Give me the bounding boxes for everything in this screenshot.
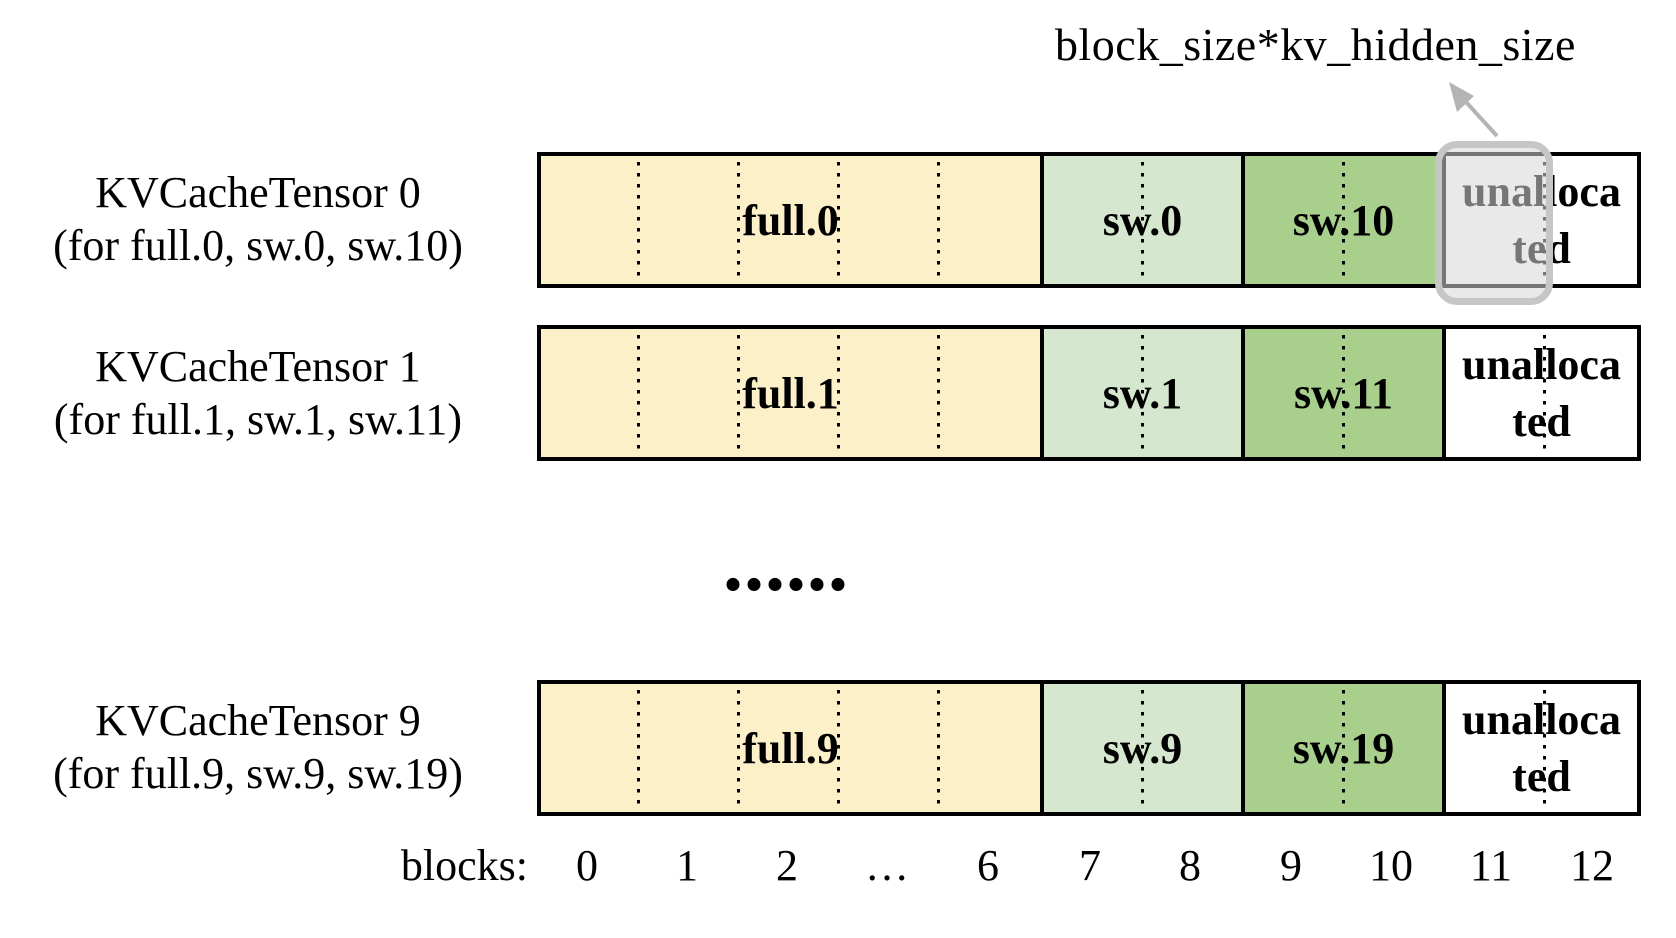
block-tick-0: 0: [576, 841, 598, 890]
block-divider: [1342, 690, 1345, 806]
block-divider: [1141, 690, 1144, 806]
segment-label: full.9: [742, 723, 839, 773]
segment-label: ted: [1512, 752, 1571, 801]
block-divider: [1342, 162, 1345, 278]
segment-label: full.0: [742, 195, 839, 245]
tensor-0-segment-sw-high: sw.10: [1241, 156, 1442, 284]
tensor-9-segment-sw-high: sw.19: [1241, 684, 1442, 812]
block-divider: [937, 162, 940, 278]
block-divider: [737, 690, 740, 806]
block-divider: [637, 690, 640, 806]
block-divider: [837, 335, 840, 451]
tensor-0-subtitle: (for full.0, sw.0, sw.10): [53, 221, 463, 270]
segment-label: full.1: [742, 368, 839, 418]
tensor-9-title: KVCacheTensor 9: [95, 696, 421, 745]
segment-label: ted: [1512, 397, 1571, 446]
block-divider: [1543, 690, 1546, 806]
block-divider: [737, 162, 740, 278]
tensor-1-bar: full.1 sw.1 sw.11 unalloca ted: [537, 325, 1641, 461]
block-tick-6: 6: [977, 841, 999, 890]
tensor-0-title: KVCacheTensor 0: [95, 168, 421, 217]
tensor-1-segment-sw-high: sw.11: [1241, 329, 1442, 457]
tensor-0-segment-full: full.0: [541, 156, 1040, 284]
segment-label: unalloca: [1462, 695, 1621, 744]
block-divider: [837, 690, 840, 806]
rows-ellipsis: ......: [723, 520, 849, 608]
block-divider: [1342, 335, 1345, 451]
tensor-1-segment-full: full.1: [541, 329, 1040, 457]
block-size-highlight-box: [1435, 141, 1553, 305]
tensor-0-label: KVCacheTensor 0 (for full.0, sw.0, sw.10…: [0, 166, 516, 272]
block-tick-1: 1: [676, 841, 698, 890]
blocks-axis-label: blocks:: [400, 841, 528, 890]
tensor-1-title: KVCacheTensor 1: [95, 342, 421, 391]
tensor-1-subtitle: (for full.1, sw.1, sw.11): [53, 395, 463, 444]
block-divider: [637, 162, 640, 278]
block-divider: [837, 162, 840, 278]
block-tick-9: 9: [1280, 841, 1302, 890]
tensor-1-segment-unallocated: unalloca ted: [1442, 329, 1637, 457]
block-divider: [1141, 162, 1144, 278]
tensor-9-subtitle: (for full.9, sw.9, sw.19): [53, 749, 463, 798]
block-size-annotation-label: block_size*kv_hidden_size: [1055, 19, 1576, 70]
block-divider: [937, 335, 940, 451]
block-tick-ellipsis: …: [865, 841, 909, 890]
block-divider: [1543, 335, 1546, 451]
tensor-1-label: KVCacheTensor 1 (for full.1, sw.1, sw.11…: [0, 340, 516, 446]
block-tick-12: 12: [1570, 841, 1614, 890]
tensor-9-segment-sw-low: sw.9: [1040, 684, 1241, 812]
tensor-1-segment-sw-low: sw.1: [1040, 329, 1241, 457]
tensor-0-segment-sw-low: sw.0: [1040, 156, 1241, 284]
block-tick-10: 10: [1369, 841, 1413, 890]
segment-label: unalloca: [1462, 340, 1621, 389]
block-divider: [937, 690, 940, 806]
block-divider: [737, 335, 740, 451]
block-tick-2: 2: [776, 841, 798, 890]
tensor-9-segment-unallocated: unalloca ted: [1442, 684, 1637, 812]
block-divider: [637, 335, 640, 451]
block-tick-11: 11: [1469, 841, 1513, 890]
tensor-9-bar: full.9 sw.9 sw.19 unalloca ted: [537, 680, 1641, 816]
block-tick-7: 7: [1079, 841, 1101, 890]
tensor-9-segment-full: full.9: [541, 684, 1040, 812]
tensor-9-label: KVCacheTensor 9 (for full.9, sw.9, sw.19…: [0, 694, 516, 800]
block-divider: [1141, 335, 1144, 451]
block-tick-8: 8: [1179, 841, 1201, 890]
